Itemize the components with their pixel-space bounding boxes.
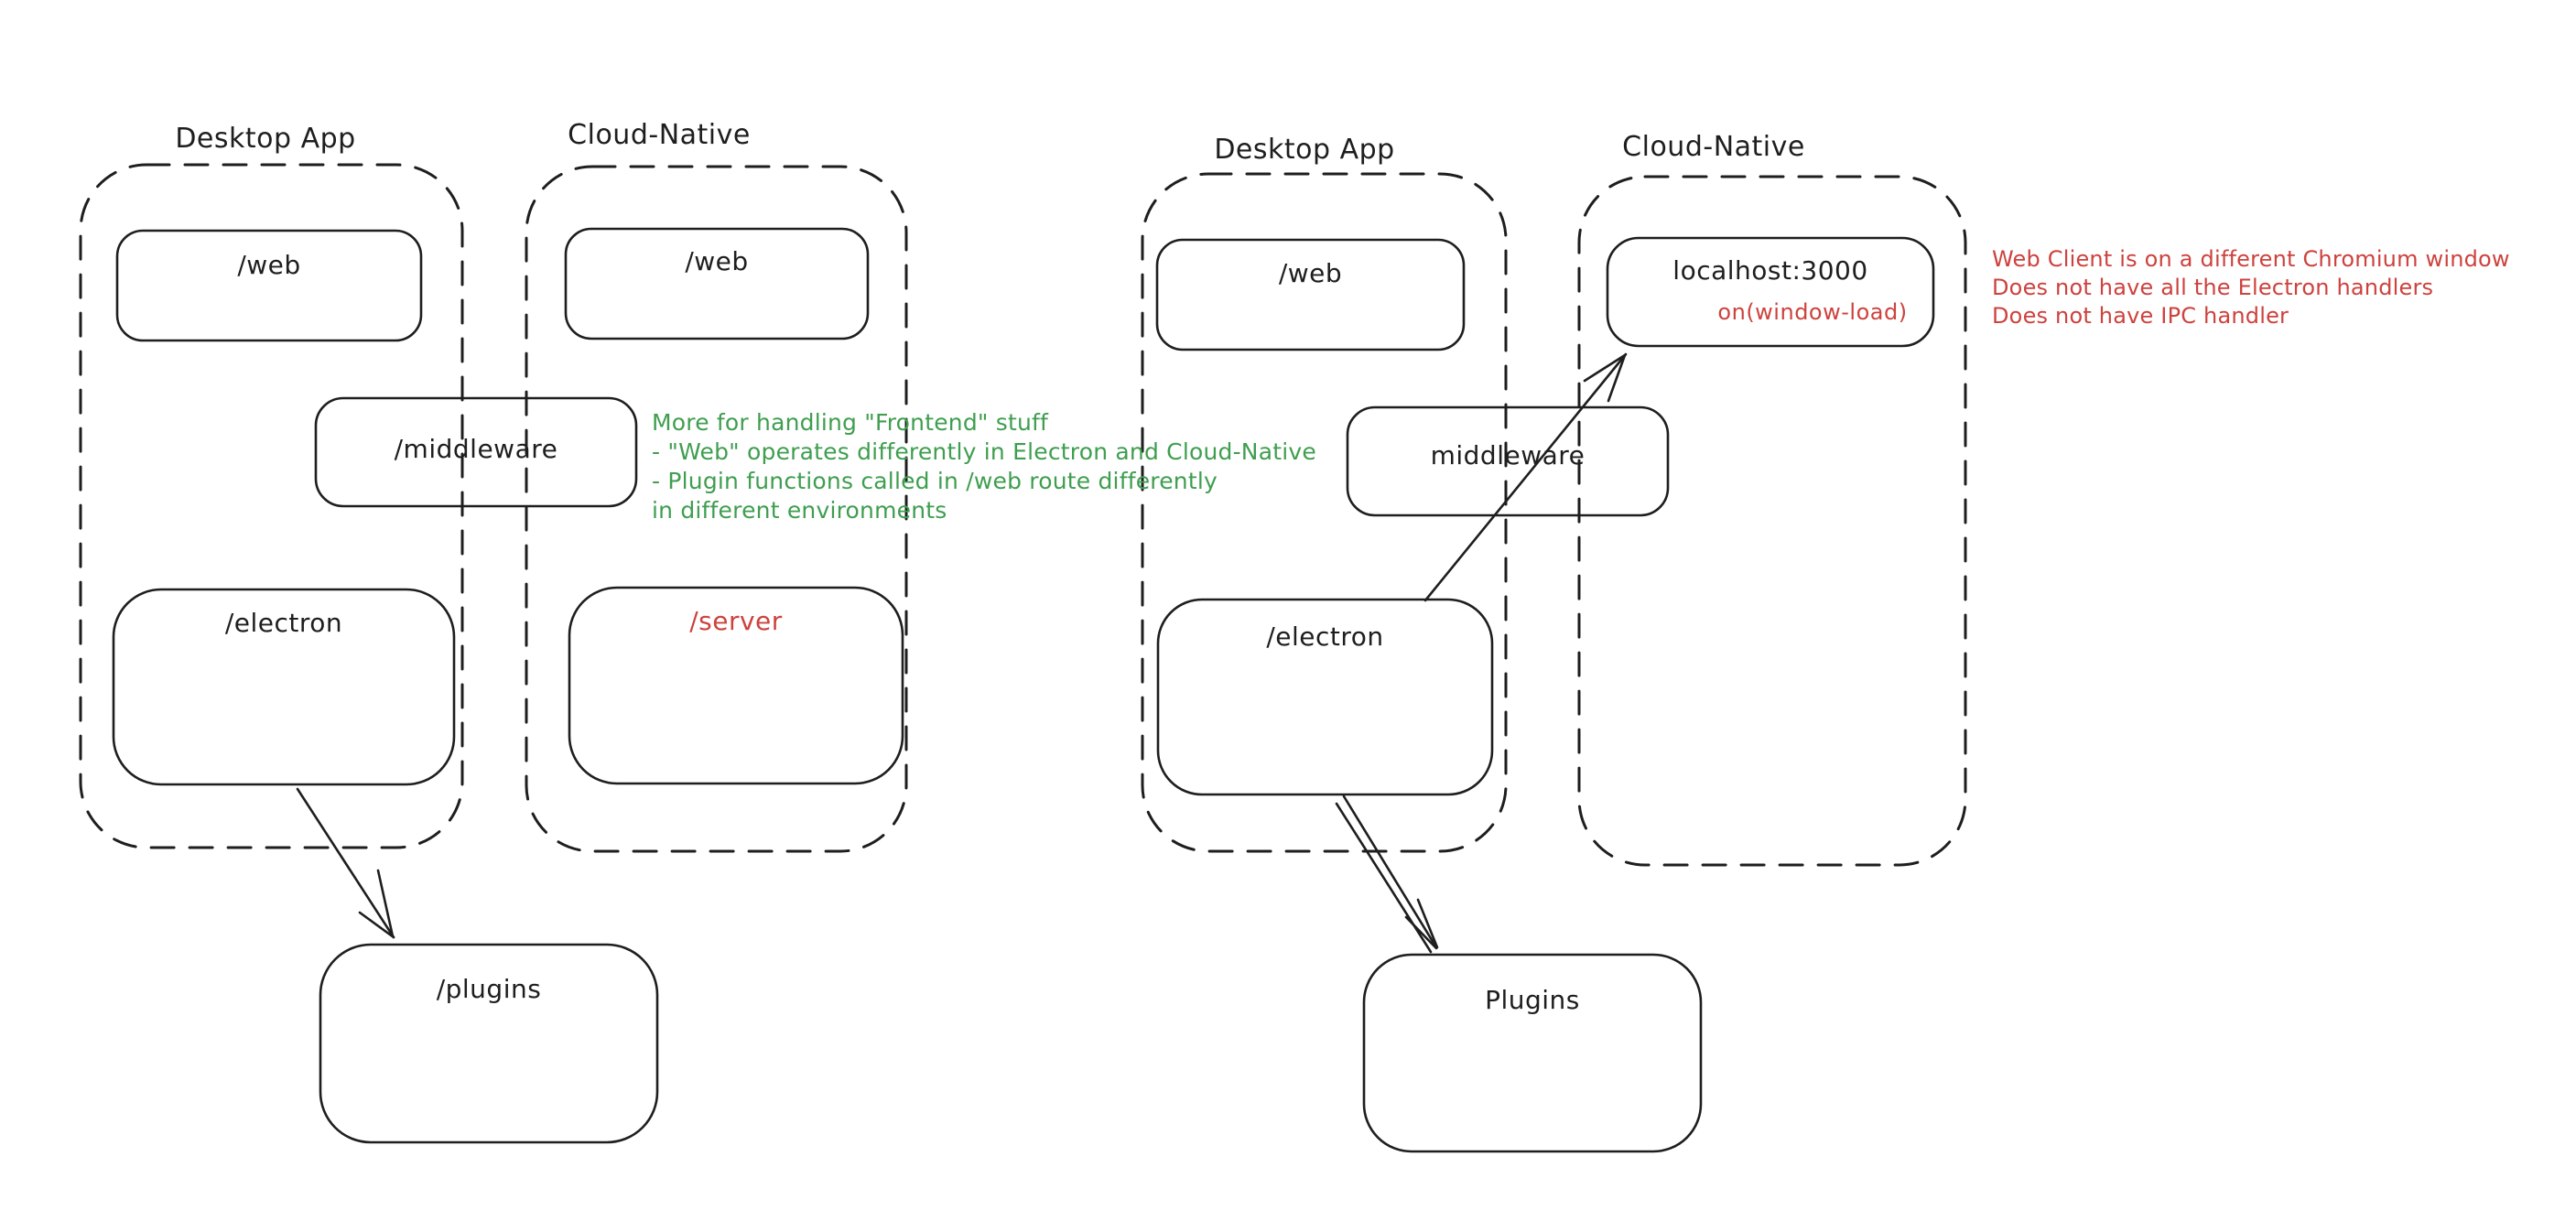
green-note-line-1: More for handling "Frontend" stuff (652, 409, 1049, 436)
right-electron-label: /electron (1266, 621, 1384, 652)
right-middleware-label: middleware (1430, 440, 1586, 470)
right-plugins-label: Plugins (1485, 985, 1580, 1015)
right-middleware-box (1346, 405, 1670, 517)
left-cloud-native-label: Cloud-Native (568, 119, 751, 151)
right-localhost-box (1606, 236, 1935, 348)
left-cloud-native-container (525, 165, 908, 853)
left-desktop-app-label: Desktop App (175, 123, 356, 155)
green-note-line-2: - "Web" operates differently in Electron… (652, 438, 1316, 465)
green-note-line-4: in different environments (652, 497, 947, 524)
right-cloud-native-label: Cloud-Native (1622, 131, 1805, 163)
red-note-line-3: Does not have IPC handler (1992, 303, 2289, 329)
red-note-line-2: Does not have all the Electron handlers (1992, 275, 2434, 300)
left-web-cloud-box (564, 227, 870, 340)
left-web-desktop-box (115, 229, 423, 342)
right-on-window-load-label: on(window-load) (1717, 299, 1908, 325)
right-plugins-box (1362, 953, 1703, 1153)
right-desktop-app-label: Desktop App (1214, 134, 1395, 166)
right-electron-box (1156, 598, 1494, 796)
right-localhost-label: localhost:3000 (1672, 255, 1868, 286)
left-web-desktop-label: /web (237, 250, 301, 280)
left-electron-label: /electron (224, 608, 343, 638)
green-note-line-3: - Plugin functions called in /web route … (652, 468, 1218, 494)
left-middleware-box (314, 396, 638, 508)
right-cloud-native-container (1577, 175, 1967, 867)
left-web-cloud-label: /web (685, 246, 749, 276)
arrow-right-electron-to-localhost (1423, 352, 1628, 602)
right-web-label: /web (1278, 258, 1343, 288)
arrow-right-electron-to-plugins (1335, 794, 1439, 954)
left-plugins-box (319, 943, 659, 1144)
arrow-left-electron-to-plugins (296, 787, 395, 939)
left-plugins-label: /plugins (436, 974, 542, 1004)
red-note-line-1: Web Client is on a different Chromium wi… (1992, 246, 2510, 272)
right-web-box (1155, 238, 1466, 351)
left-server-label: /server (689, 606, 783, 636)
left-middleware-label: /middleware (394, 434, 558, 464)
left-server-box (568, 586, 904, 785)
right-desktop-app-container (1141, 172, 1508, 853)
green-note: More for handling "Frontend" stuff - "We… (652, 408, 1316, 525)
left-electron-box (112, 588, 456, 786)
red-note: Web Client is on a different Chromium wi… (1992, 245, 2510, 330)
